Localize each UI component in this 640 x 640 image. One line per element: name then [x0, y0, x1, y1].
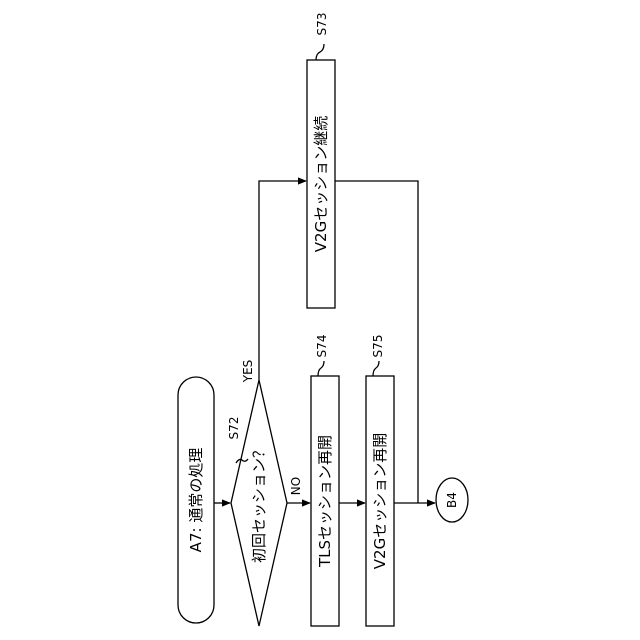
arrow-yes-to-continue [259, 181, 306, 380]
v2g-step-leader [373, 361, 379, 376]
continue-step-leader [316, 44, 324, 60]
start-terminator-label: A7: 通常の処理 [187, 448, 205, 553]
decision-diamond-label: 初回セッション？ [250, 443, 268, 563]
decision-no-label: NO [289, 477, 303, 495]
v2g-box-label: V2Gセッション再開 [371, 433, 389, 569]
decision-yes-label: YES [241, 360, 255, 384]
tls-step-label: S74 [315, 335, 329, 358]
continue-box-label: V2Gセッション継続 [312, 116, 330, 252]
v2g-step-label: S75 [371, 335, 385, 358]
tls-box-label: TLSセッション再開 [316, 435, 334, 568]
tls-step-leader [318, 361, 324, 376]
end-connector-label: B4 [445, 492, 459, 508]
continue-step-label: S73 [315, 13, 329, 36]
decision-step-label: S72 [227, 417, 241, 440]
